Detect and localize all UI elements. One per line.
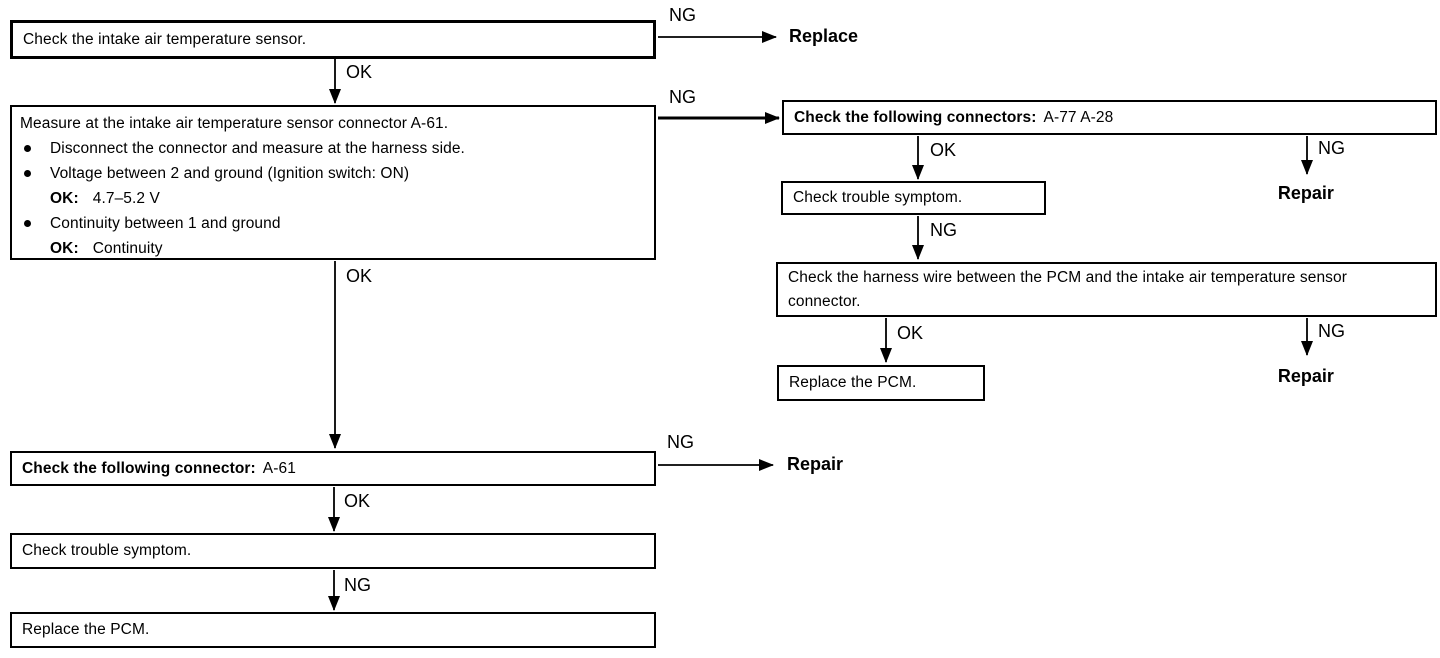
box-replace-pcm-right: Replace the PCM.	[777, 365, 985, 401]
measure-bullet-1: Disconnect the connector and measure at …	[12, 136, 654, 161]
ok-spec-label: OK:	[50, 240, 79, 257]
box-check-harness-wire: Check the harness wire between the PCM a…	[776, 262, 1437, 317]
edge-label-ng: NG	[1316, 321, 1347, 341]
box-check-sensor-text: Check the intake air temperature sensor.	[23, 30, 307, 48]
check-harness-wire-text: Check the harness wire between the PCM a…	[788, 268, 1347, 310]
box-check-connectors-a77-a28: Check the following connectors: A-77 A-2…	[782, 100, 1437, 135]
edge-label-ok: OK	[344, 62, 375, 82]
measure-bullet-3: Continuity between 1 and ground	[12, 211, 654, 236]
measure-bullet-2-text: Voltage between 2 and ground (Ignition s…	[50, 165, 410, 182]
edge-label-ng: NG	[667, 5, 698, 25]
check-connectors-label: Check the following connectors:	[794, 108, 1037, 126]
measure-bullet-3-ok: OK: Continuity	[12, 236, 654, 261]
edge-label-ng: NG	[928, 220, 959, 240]
edge-label-ok: OK	[895, 323, 926, 343]
measure-bullet-3-text: Continuity between 1 and ground	[50, 215, 281, 232]
measure-bullet-2: Voltage between 2 and ground (Ignition s…	[12, 161, 654, 186]
replace-pcm-text: Replace the PCM.	[22, 621, 150, 639]
edge-label-ng: NG	[667, 87, 698, 107]
ok-spec-label: OK:	[50, 190, 79, 207]
box-replace-pcm-left: Replace the PCM.	[10, 612, 656, 648]
edge-label-ng: NG	[342, 575, 373, 595]
measure-bullet-2-ok: OK: 4.7–5.2 V	[12, 186, 654, 211]
terminal-repair: Repair	[1277, 183, 1334, 203]
box-check-sensor: Check the intake air temperature sensor.	[10, 20, 656, 59]
terminal-repair: Repair	[1277, 366, 1334, 386]
box-check-trouble-symptom-right: Check trouble symptom.	[781, 181, 1046, 215]
terminal-repair: Repair	[787, 454, 844, 474]
ok-spec-value: Continuity	[92, 240, 163, 257]
edge-label-ok: OK	[344, 266, 375, 286]
ok-spec-value: 4.7–5.2 V	[92, 190, 160, 207]
box-measure-connector: Measure at the intake air temperature se…	[10, 105, 656, 260]
bullet-icon	[24, 145, 31, 152]
measure-bullet-1-text: Disconnect the connector and measure at …	[50, 140, 465, 157]
check-connectors-value: A-77 A-28	[1043, 108, 1114, 126]
edge-label-ng: NG	[1316, 138, 1347, 158]
bullet-icon	[24, 220, 31, 227]
terminal-replace: Replace	[789, 26, 859, 46]
box-check-connector-a61: Check the following connector: A-61	[10, 451, 656, 486]
check-trouble-symptom-text: Check trouble symptom.	[793, 189, 963, 207]
check-connector-value: A-61	[262, 459, 296, 477]
check-connector-label: Check the following connector:	[22, 459, 256, 477]
bullet-icon	[24, 170, 31, 177]
check-trouble-symptom-text: Check trouble symptom.	[22, 542, 192, 560]
measure-title: Measure at the intake air temperature se…	[20, 115, 449, 132]
edge-label-ng: NG	[665, 432, 696, 452]
replace-pcm-text: Replace the PCM.	[789, 374, 917, 392]
box-check-trouble-symptom-left: Check trouble symptom.	[10, 533, 656, 569]
edge-label-ok: OK	[342, 491, 373, 511]
edge-label-ok: OK	[928, 140, 959, 160]
